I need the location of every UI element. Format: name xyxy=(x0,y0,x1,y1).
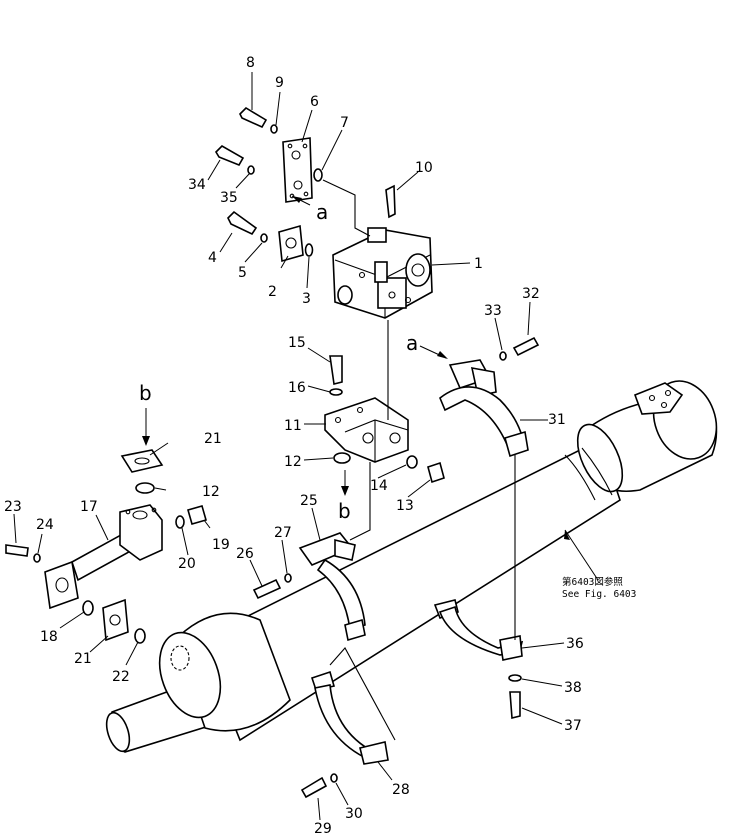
callout-1: 1 xyxy=(474,256,483,272)
clamp-band xyxy=(310,670,389,765)
callout-11: 11 xyxy=(284,418,302,434)
callout-38: 38 xyxy=(564,680,582,696)
callout-3: 3 xyxy=(302,291,311,307)
marker-a-plate: a xyxy=(316,200,328,224)
callout-labels: 1 2 3 4 5 6 7 8 9 10 11 12 12 13 14 15 1… xyxy=(4,55,584,835)
figure-reference: 第6403図参照 See Fig. 6403 xyxy=(562,576,636,600)
callout-13: 13 xyxy=(396,498,414,514)
callout-20: 20 xyxy=(178,556,196,572)
pipe-assembly xyxy=(44,504,163,610)
callout-32: 32 xyxy=(522,286,540,302)
callout-18: 18 xyxy=(40,629,58,645)
callout-28: 28 xyxy=(392,782,410,798)
washer xyxy=(33,553,41,563)
callout-23: 23 xyxy=(4,499,22,515)
bolt xyxy=(5,544,29,557)
callout-2: 2 xyxy=(268,284,277,300)
o-ring xyxy=(135,482,155,494)
mounting-plate xyxy=(282,137,313,203)
reference-english: See Fig. 6403 xyxy=(562,589,636,600)
bolt xyxy=(329,355,343,385)
o-ring xyxy=(406,455,418,469)
callout-10: 10 xyxy=(415,160,433,176)
washer xyxy=(499,351,507,361)
bolt xyxy=(385,184,396,219)
callout-22: 22 xyxy=(112,669,130,685)
bolt xyxy=(509,691,521,720)
o-ring xyxy=(175,515,185,529)
valve-assembly xyxy=(332,227,433,319)
callout-21: 21 xyxy=(204,431,222,447)
reference-japanese: 第6403図参照 xyxy=(562,576,623,588)
callout-26: 26 xyxy=(236,546,254,562)
callout-12: 12 xyxy=(284,454,302,470)
callout-8: 8 xyxy=(246,55,255,71)
leader-lines xyxy=(13,72,599,821)
callout-30: 30 xyxy=(345,806,363,822)
callout-21b: 21 xyxy=(74,651,92,667)
washer xyxy=(508,674,522,682)
callout-34: 34 xyxy=(188,177,206,193)
bolt-set-top xyxy=(214,106,278,243)
callout-36: 36 xyxy=(566,636,584,652)
callout-27: 27 xyxy=(274,525,292,541)
callout-14: 14 xyxy=(370,478,388,494)
callout-31: 31 xyxy=(548,412,566,428)
view-markers: a a b b xyxy=(139,200,418,523)
washer xyxy=(329,388,343,396)
o-ring xyxy=(333,452,351,464)
hydraulic-cylinder xyxy=(105,380,718,753)
flange xyxy=(120,449,164,473)
o-ring xyxy=(313,168,323,182)
plug xyxy=(187,505,207,525)
junction-block xyxy=(324,397,409,463)
marker-a-clamp: a xyxy=(406,331,418,355)
washer xyxy=(330,773,338,783)
bolt xyxy=(300,776,328,799)
callout-35: 35 xyxy=(220,190,238,206)
o-ring xyxy=(82,600,94,616)
clamp-band xyxy=(298,532,366,642)
callout-6: 6 xyxy=(310,94,319,110)
marker-arrows xyxy=(142,195,570,540)
callout-16: 16 xyxy=(288,380,306,396)
callout-5: 5 xyxy=(238,265,247,281)
marker-b-flange: b xyxy=(139,381,152,405)
plug xyxy=(427,461,445,484)
clamp-band xyxy=(433,599,524,661)
callout-12b: 12 xyxy=(202,484,220,500)
clamp-band xyxy=(439,359,529,458)
callout-4: 4 xyxy=(208,250,217,266)
callout-9: 9 xyxy=(275,75,284,91)
washer xyxy=(284,573,292,583)
callout-33: 33 xyxy=(484,303,502,319)
bolt xyxy=(512,336,540,357)
callout-25: 25 xyxy=(300,493,318,509)
callout-24: 24 xyxy=(36,517,54,533)
bolt xyxy=(252,578,282,600)
pipe-line xyxy=(322,179,371,237)
callout-17: 17 xyxy=(80,499,98,515)
flange xyxy=(278,224,304,263)
marker-b-block: b xyxy=(338,499,351,523)
o-ring xyxy=(134,628,146,644)
flange xyxy=(102,598,129,642)
o-ring xyxy=(304,243,314,257)
callout-7: 7 xyxy=(340,115,349,131)
callout-29: 29 xyxy=(314,821,332,835)
callout-37: 37 xyxy=(564,718,582,734)
callout-19: 19 xyxy=(212,537,230,553)
callout-15: 15 xyxy=(288,335,306,351)
